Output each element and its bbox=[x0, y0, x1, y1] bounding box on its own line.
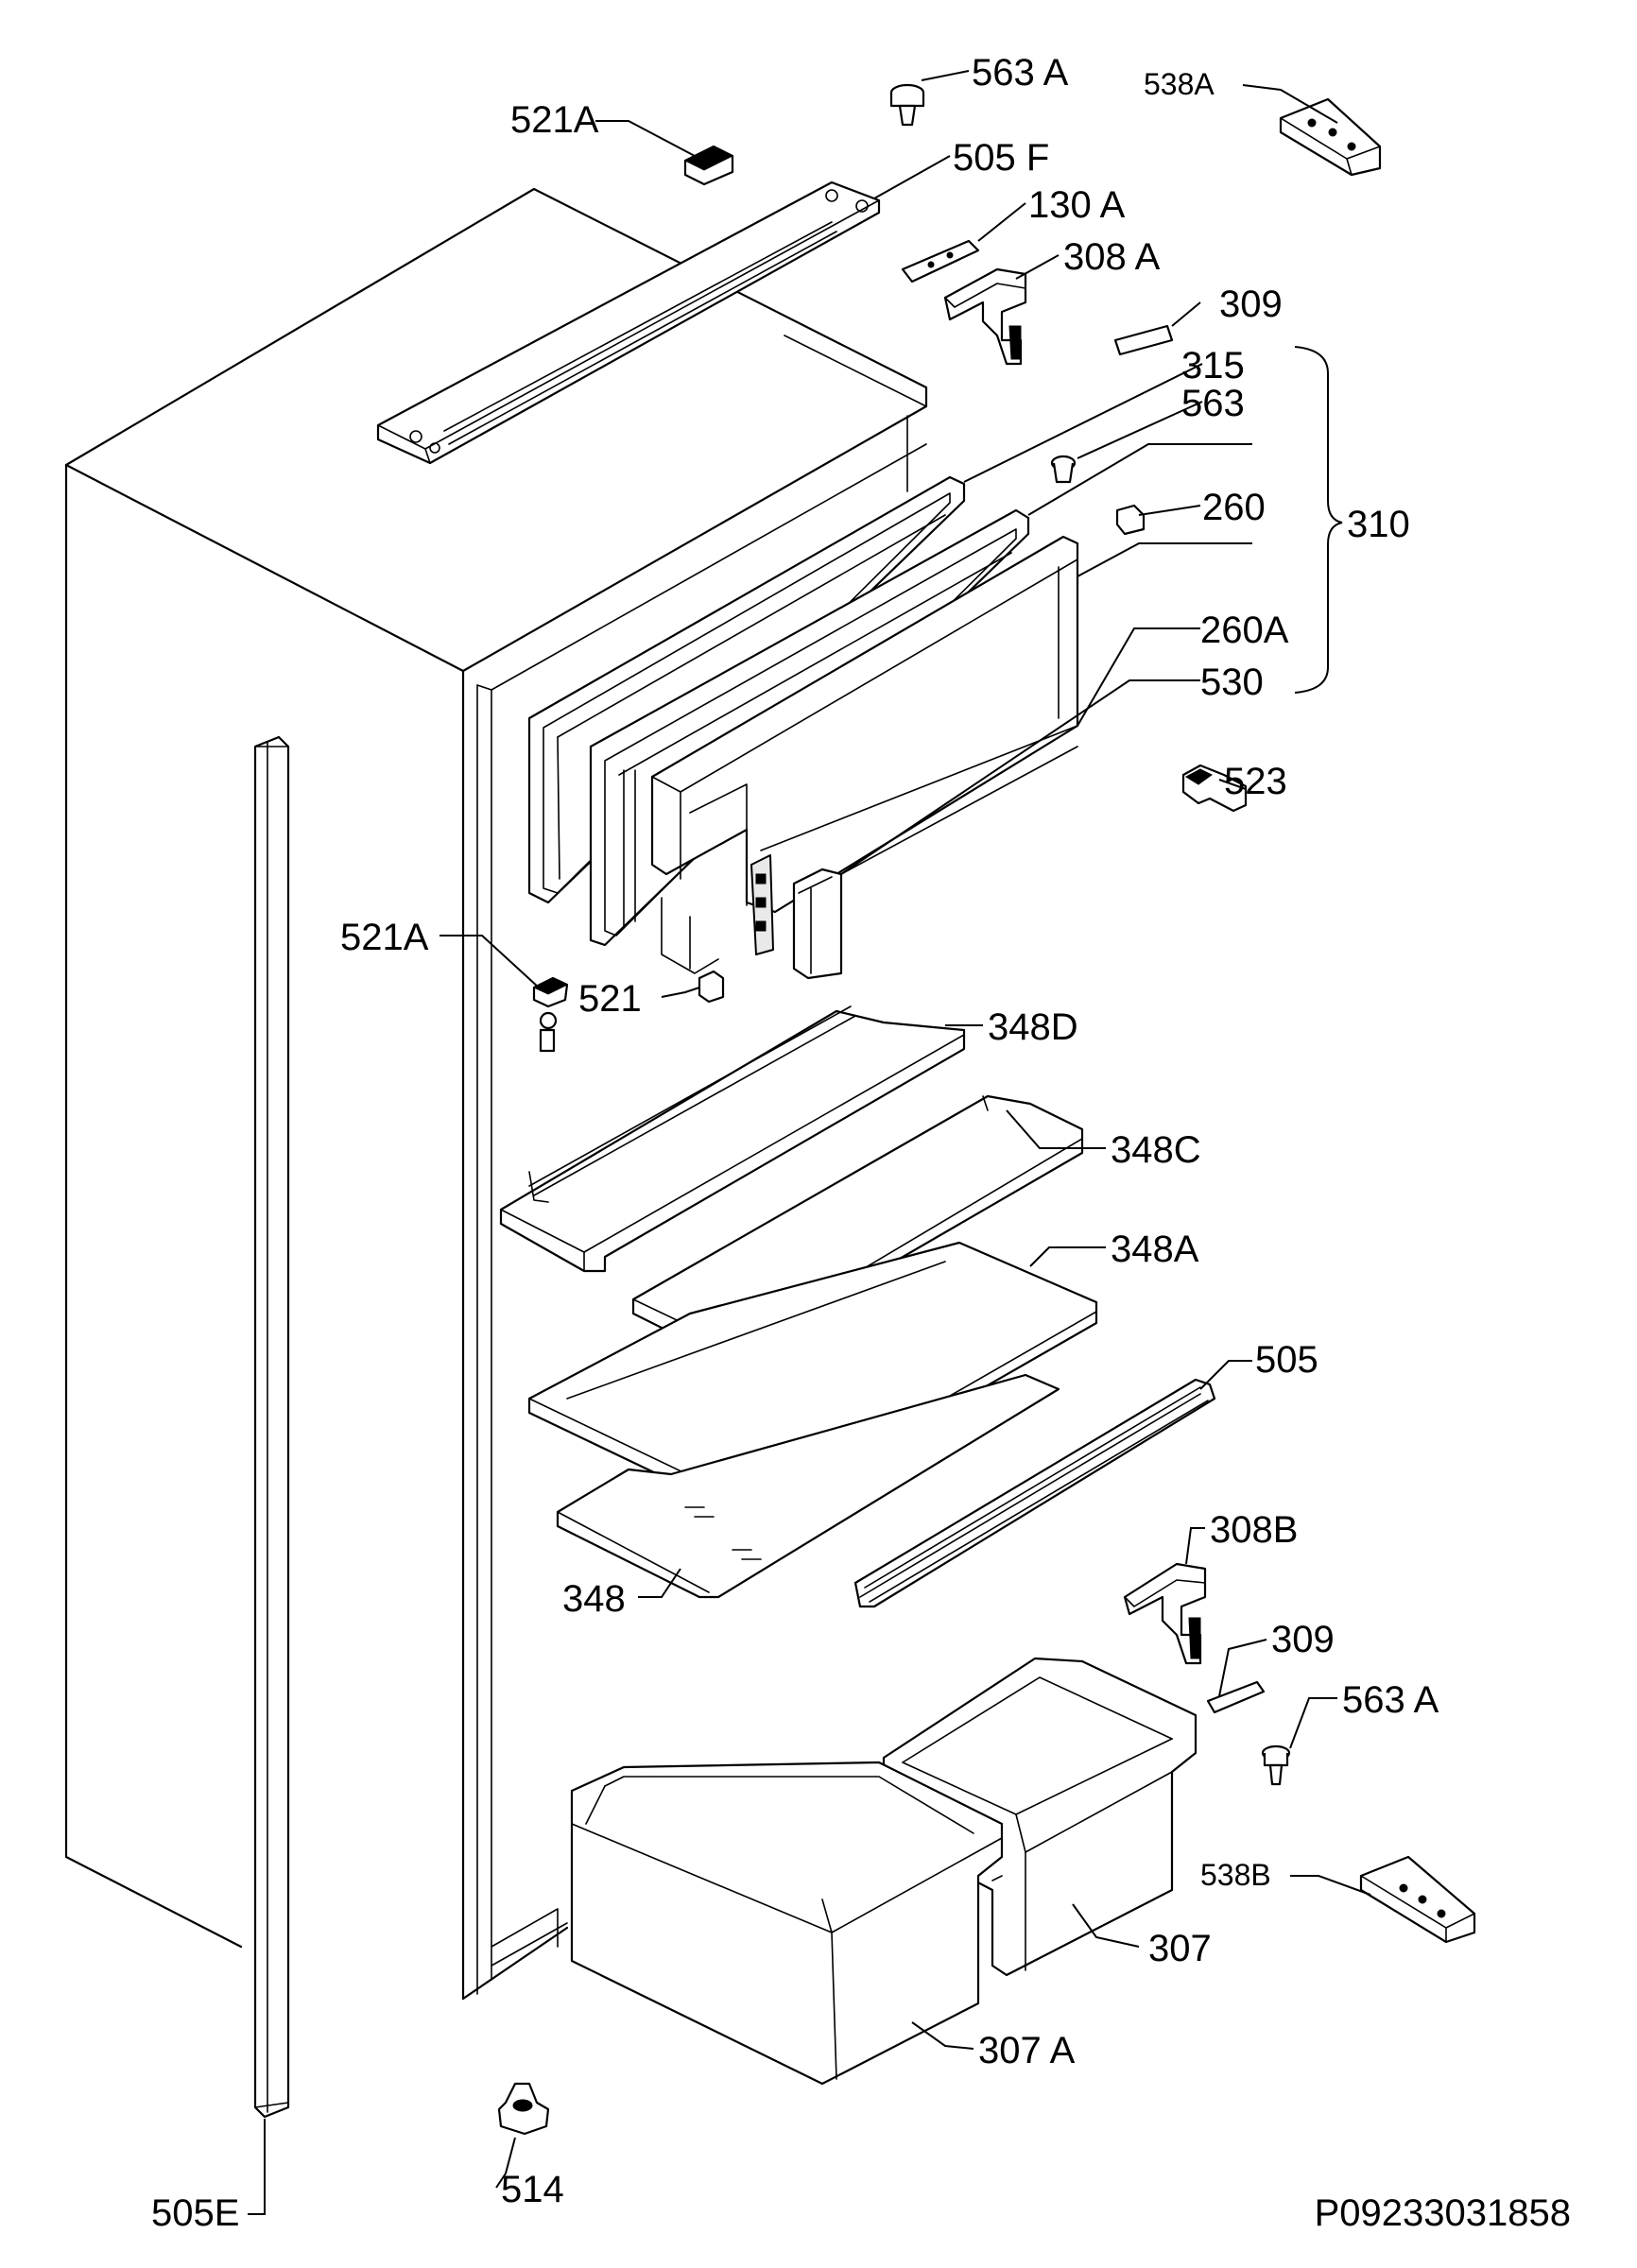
callout-309-bottom: 309 bbox=[1271, 1619, 1335, 1660]
top-trim-strip-505f bbox=[376, 180, 881, 465]
brace-310 bbox=[1294, 346, 1343, 694]
part-523 bbox=[1181, 764, 1248, 813]
cap-521 bbox=[698, 970, 725, 1004]
clip-260 bbox=[1115, 504, 1146, 536]
callout-309-top: 309 bbox=[1219, 284, 1283, 325]
pad-309-bottom bbox=[1206, 1680, 1266, 1714]
door-gasket-strip-505e bbox=[253, 735, 290, 2119]
callout-521a-top: 521A bbox=[510, 99, 599, 141]
cabinet-body bbox=[64, 187, 928, 2001]
callout-308b: 308B bbox=[1210, 1509, 1298, 1551]
rail-505 bbox=[853, 1378, 1216, 1608]
callout-348c: 348C bbox=[1111, 1129, 1201, 1171]
callout-260: 260 bbox=[1202, 487, 1266, 528]
cap-521a-top bbox=[683, 145, 734, 186]
callout-538a: 538A bbox=[1144, 67, 1215, 101]
pad-309-top bbox=[1113, 324, 1174, 356]
callout-310: 310 bbox=[1347, 504, 1410, 545]
callout-348d: 348D bbox=[988, 1006, 1078, 1048]
hinge-308a bbox=[943, 267, 1027, 366]
shelf-348d bbox=[499, 1005, 966, 1273]
callout-307: 307 bbox=[1148, 1928, 1212, 1969]
callout-348: 348 bbox=[562, 1578, 626, 1620]
callout-521a-mid: 521A bbox=[340, 917, 429, 958]
callout-530: 530 bbox=[1200, 662, 1264, 703]
door-shelf-rail-line bbox=[760, 725, 1078, 851]
latch-521a-mid bbox=[532, 976, 569, 1053]
callout-505f: 505 F bbox=[953, 137, 1049, 179]
callout-315: 315 bbox=[1181, 345, 1245, 387]
door-hinge-clip bbox=[750, 854, 774, 955]
foot-514 bbox=[497, 2082, 550, 2136]
callout-308a: 308 A bbox=[1063, 236, 1161, 278]
callout-538b: 538B bbox=[1200, 1858, 1271, 1892]
callout-505e: 505E bbox=[151, 2192, 239, 2234]
crisper-drawer-307 bbox=[882, 1657, 1198, 1977]
callout-563: 563 bbox=[1181, 383, 1245, 424]
callout-514: 514 bbox=[501, 2169, 564, 2210]
drawing-code: P09233031858 bbox=[1315, 2192, 1571, 2234]
callout-521: 521 bbox=[578, 978, 642, 1020]
hinge-308b bbox=[1123, 1562, 1207, 1665]
callout-348a: 348A bbox=[1111, 1228, 1199, 1270]
hinge-plate-538b bbox=[1359, 1855, 1476, 1944]
door-shelf-rail-line-2 bbox=[840, 746, 1078, 875]
screw-563 bbox=[1050, 455, 1077, 484]
callout-523: 523 bbox=[1224, 761, 1287, 802]
door-end-cap bbox=[792, 868, 843, 980]
screw-563a-bottom bbox=[1261, 1744, 1291, 1786]
plate-130a bbox=[901, 239, 980, 284]
leader-lines bbox=[248, 70, 1371, 2215]
shelf-348-glass bbox=[556, 1373, 1060, 1599]
crisper-drawer-307a bbox=[570, 1761, 1004, 2086]
screw-563a-top bbox=[889, 83, 925, 127]
callout-505: 505 bbox=[1255, 1339, 1318, 1381]
hinge-plate-538a bbox=[1279, 97, 1382, 177]
callout-130a: 130 A bbox=[1028, 184, 1126, 226]
callout-563a-top: 563 A bbox=[972, 52, 1069, 94]
callout-563a-bottom: 563 A bbox=[1342, 1679, 1439, 1721]
callout-260a: 260A bbox=[1200, 610, 1289, 651]
callout-307a: 307 A bbox=[978, 2030, 1076, 2071]
